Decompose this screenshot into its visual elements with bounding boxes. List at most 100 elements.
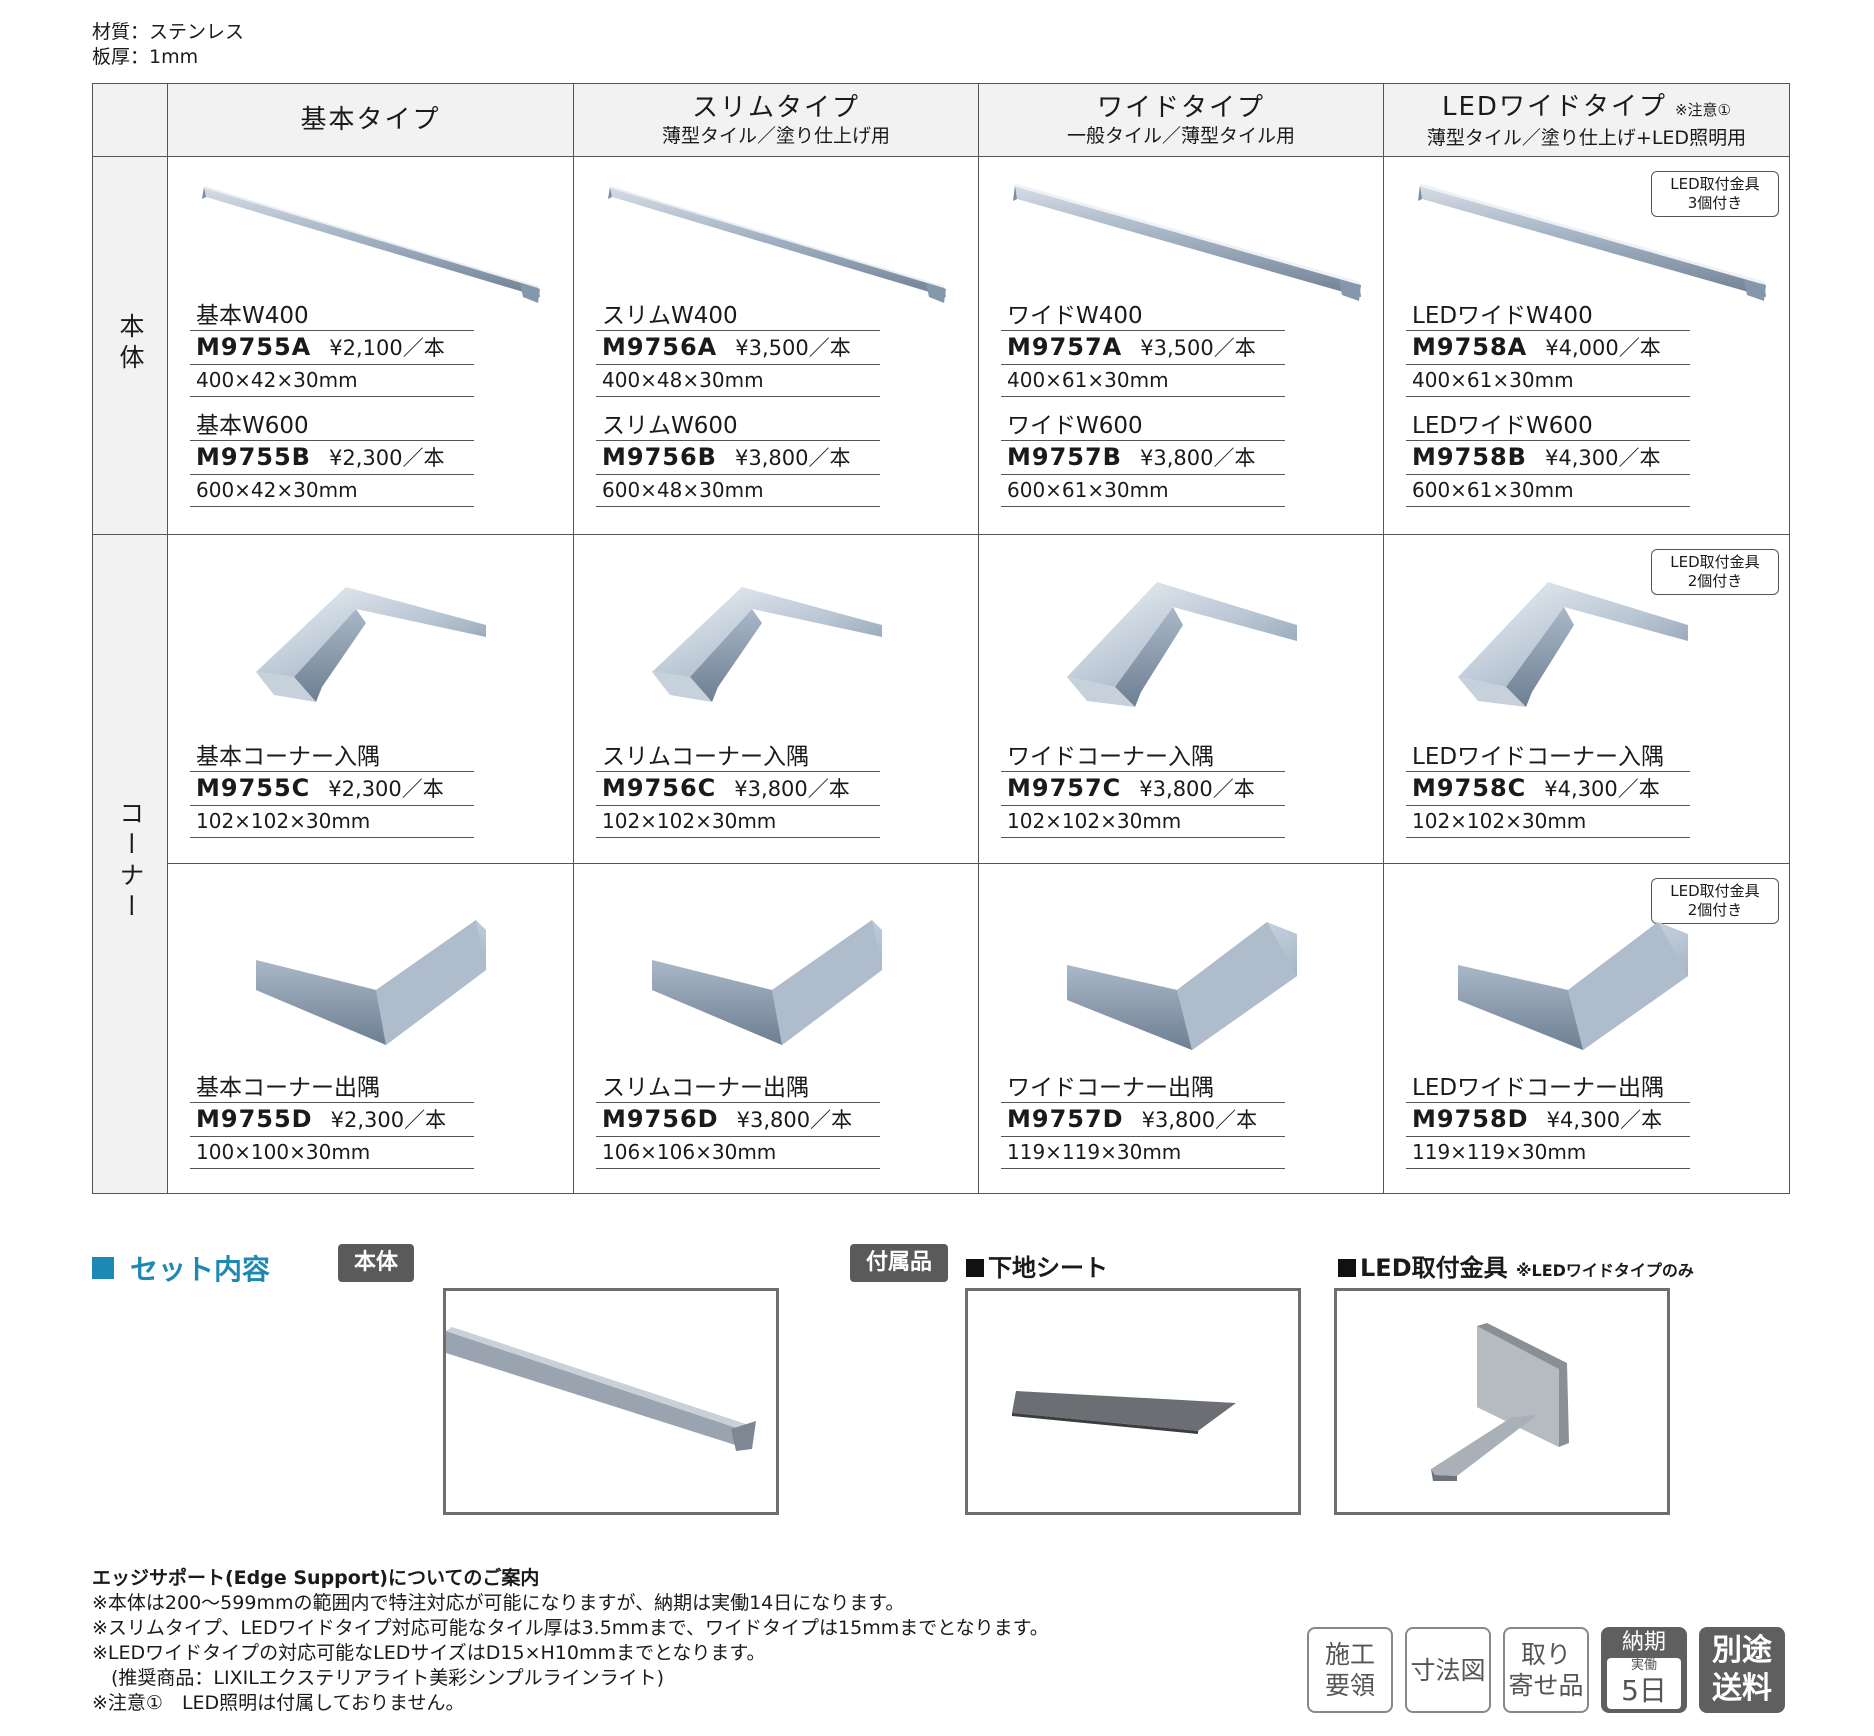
product-price: ¥3,800／本 <box>734 446 851 470</box>
note-line: ※スリムタイプ、LEDワイドタイプ対応可能なタイル厚は3.5mmまで、ワイドタイ… <box>92 1617 1049 1639</box>
product-code: M9755A <box>196 333 312 361</box>
product-code: M9758A <box>1412 333 1528 361</box>
button-label: 要領 <box>1324 1671 1375 1700</box>
product-dimensions: 102×102×30mm <box>190 806 474 838</box>
product-cell: スリムW400 M9756A¥3,500／本 400×48×30mm スリムW6… <box>573 156 979 535</box>
bracket-label-note: ※LEDワイドタイプのみ <box>1515 1261 1694 1280</box>
bracket-label-text: LED取付金具 <box>1360 1254 1508 1282</box>
column-header-wide: ワイドタイプ 一般タイル／薄型タイル用 <box>978 83 1384 157</box>
row-header-corner: コーナー <box>92 534 168 1194</box>
outer-corner-image <box>1458 922 1688 1050</box>
accessory-tag: 付属品 <box>850 1244 949 1282</box>
dimension-drawing-button[interactable]: 寸法図 <box>1405 1627 1491 1713</box>
product-code: M9758B <box>1412 443 1527 471</box>
button-label: 取り <box>1520 1640 1571 1669</box>
column-header-slim: スリムタイプ 薄型タイル／塗り仕上げ用 <box>573 83 979 157</box>
set-contents-title: セット内容 <box>130 1253 271 1286</box>
product-spec: スリムコーナー出隅 M9756D¥3,800／本 106×106×30mm <box>596 1075 880 1169</box>
thickness-text: 板厚：1mm <box>92 46 199 68</box>
column-subtitle: 薄型タイル／塗り仕上げ+LED照明用 <box>1426 126 1747 149</box>
column-title: 基本タイプ <box>300 105 441 135</box>
product-spec: スリムW600 M9756B ¥3,800／本 600×48×30mm <box>596 413 880 507</box>
product-spec: 基本コーナー出隅 M9755D¥2,300／本 100×100×30mm <box>190 1075 474 1169</box>
straight-profile-image <box>608 186 946 303</box>
bracket-badge: LED取付金具 2個付き <box>1651 549 1779 595</box>
product-spec: LEDワイドコーナー入隅 M9758C¥4,300／本 102×102×30mm <box>1406 744 1690 838</box>
product-cell: ワイドW400 M9757A¥3,500／本 400×61×30mm ワイドW6… <box>978 156 1384 535</box>
shipping-label: 送料 <box>1712 1671 1772 1706</box>
sheet-label: 下地シート <box>966 1248 1108 1283</box>
product-spec: LEDワイドW600 M9758B¥4,300／本 600×61×30mm <box>1406 413 1690 507</box>
product-name: スリムW400 <box>596 303 880 331</box>
product-dimensions: 600×42×30mm <box>190 475 474 507</box>
product-code: M9755C <box>196 774 311 802</box>
product-spec: LEDワイドW400 M9758A¥4,000／本 400×61×30mm <box>1406 303 1690 397</box>
product-cell: 基本コーナー出隅 M9755D¥2,300／本 100×100×30mm <box>167 863 574 1194</box>
product-price: ¥4,300／本 <box>1544 446 1661 470</box>
row-header-body: 本体 <box>92 156 168 535</box>
product-cell: スリムコーナー出隅 M9756D¥3,800／本 106×106×30mm <box>573 863 979 1194</box>
product-code: M9756D <box>602 1105 719 1133</box>
product-name: ワイドコーナー入隅 <box>1001 744 1285 772</box>
badge-line: LED取付金具 <box>1670 553 1760 571</box>
product-spec: ワイドW400 M9757A¥3,500／本 400×61×30mm <box>1001 303 1285 397</box>
material-text: 材質：ステンレス <box>92 21 245 43</box>
product-price: ¥3,800／本 <box>736 1108 853 1132</box>
product-spec: スリムW400 M9756A¥3,500／本 400×48×30mm <box>596 303 880 397</box>
outer-corner-image <box>256 920 486 1045</box>
product-dimensions: 119×119×30mm <box>1406 1137 1690 1169</box>
body-tag: 本体 <box>338 1244 415 1282</box>
product-code: M9757B <box>1007 443 1122 471</box>
product-cell: スリムコーナー入隅 M9756C¥3,800／本 102×102×30mm <box>573 534 979 864</box>
outer-corner-image <box>1067 922 1297 1050</box>
product-price: ¥3,800／本 <box>734 777 850 801</box>
note-line: (推奨商品：LIXILエクステリアライト美彩シンプルラインライト) <box>92 1667 665 1689</box>
straight-profile-image <box>1418 183 1766 301</box>
product-name: スリムW600 <box>596 413 880 441</box>
delivery-sub: 実働 <box>1630 1658 1657 1673</box>
inner-corner-image <box>652 587 882 702</box>
product-price: ¥3,800／本 <box>1139 446 1256 470</box>
table-corner <box>92 83 168 157</box>
product-code: M9756A <box>602 333 718 361</box>
badge-line: LED取付金具 <box>1670 882 1760 900</box>
product-price: ¥4,300／本 <box>1544 777 1660 801</box>
spec-info: 材質：ステンレス 板厚：1mm <box>92 20 244 70</box>
product-dimensions: 100×100×30mm <box>190 1137 474 1169</box>
caution-note: ※注意① <box>1674 100 1731 119</box>
note-line: ※LEDワイドタイプの対応可能なLEDサイズはD15×H10mmまでとなります。 <box>92 1642 766 1664</box>
product-dimensions: 600×61×30mm <box>1406 475 1690 507</box>
column-title: LEDワイドタイプ <box>1442 91 1667 122</box>
product-dimensions: 119×119×30mm <box>1001 1137 1285 1169</box>
order-item-button[interactable]: 取り寄せ品 <box>1503 1627 1589 1713</box>
product-dimensions: 400×61×30mm <box>1001 365 1285 397</box>
badge-line: 2個付き <box>1687 901 1743 919</box>
note-line: ※注意① LED照明は付属しておりません。 <box>92 1692 465 1714</box>
product-spec: LEDワイドコーナー出隅 M9758D¥4,300／本 119×119×30mm <box>1406 1075 1690 1169</box>
product-spec: ワイドコーナー出隅 M9757D¥3,800／本 119×119×30mm <box>1001 1075 1285 1169</box>
delivery-label: 納期 <box>1621 1630 1666 1655</box>
inner-corner-image <box>1458 582 1688 707</box>
square-bullet-icon <box>1338 1259 1356 1277</box>
product-name: 基本W600 <box>190 413 474 441</box>
base-sheet-image <box>1012 1391 1236 1434</box>
construction-guide-button[interactable]: 施工要領 <box>1307 1627 1393 1713</box>
product-name: ワイドW600 <box>1001 413 1285 441</box>
product-dimensions: 102×102×30mm <box>1001 806 1285 838</box>
led-bracket-image <box>1431 1323 1569 1481</box>
column-header-basic: 基本タイプ <box>167 83 574 157</box>
column-subtitle: 薄型タイル／塗り仕上げ用 <box>661 125 890 147</box>
product-code: M9758D <box>1412 1105 1529 1133</box>
badge-line: 2個付き <box>1687 572 1743 590</box>
product-code: M9756B <box>602 443 717 471</box>
product-name: LEDワイドコーナー入隅 <box>1406 744 1690 772</box>
shipping-label: 別途 <box>1712 1633 1772 1668</box>
set-contents-heading: セット内容 <box>92 1248 270 1288</box>
product-spec: ワイドW600 M9757B¥3,800／本 600×61×30mm <box>1001 413 1285 507</box>
column-subtitle: 一般タイル／薄型タイル用 <box>1066 125 1295 147</box>
product-cell: 基本コーナー入隅 M9755C¥2,300／本 102×102×30mm <box>167 534 574 864</box>
product-price: ¥2,300／本 <box>328 777 444 801</box>
column-title: ワイドタイプ <box>1096 93 1265 123</box>
product-dimensions: 600×48×30mm <box>596 475 880 507</box>
product-price: ¥4,300／本 <box>1546 1108 1663 1132</box>
